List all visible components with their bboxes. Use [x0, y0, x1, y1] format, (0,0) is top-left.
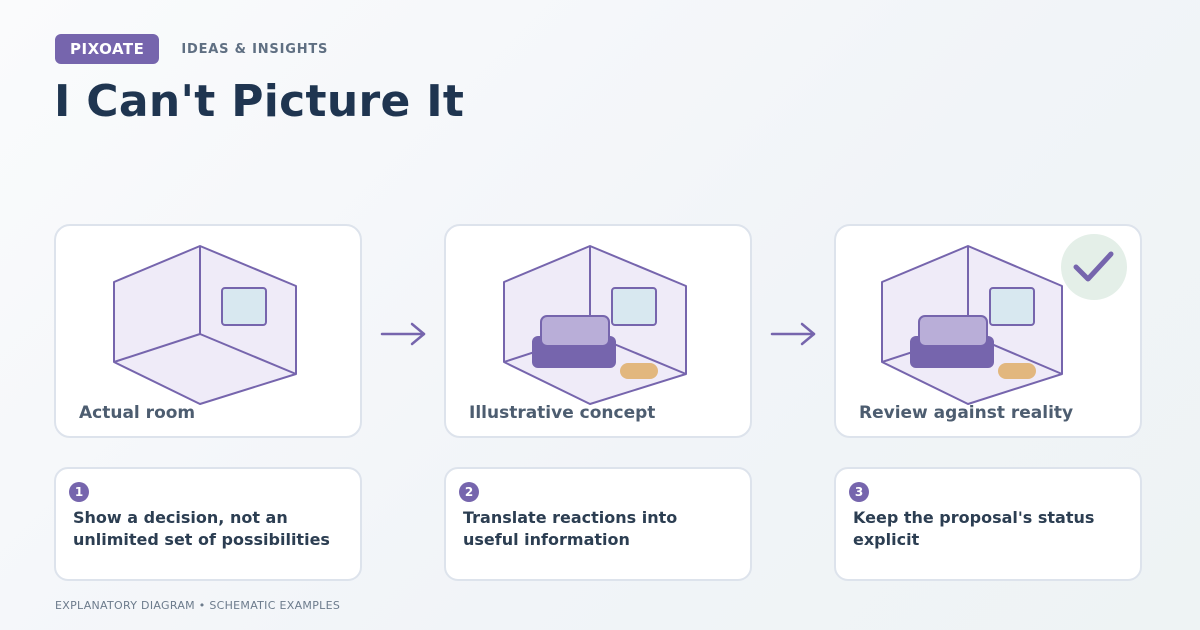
room-illustration	[503, 245, 687, 405]
sofa-back	[540, 315, 610, 347]
step-text: Show a decision, not an unlimited set of…	[73, 508, 330, 549]
page-title: I Can't Picture It	[54, 76, 465, 127]
step-number: 2	[459, 482, 479, 502]
step-card-3: 3 Keep the proposal's status explicit	[834, 467, 1142, 581]
step-number: 1	[69, 482, 89, 502]
panel-caption: Review against reality	[859, 403, 1074, 423]
step-number: 3	[849, 482, 869, 502]
step-card-1: 1 Show a decision, not an unlimited set …	[54, 467, 362, 581]
rug	[998, 363, 1036, 379]
checkmark-icon	[1073, 251, 1114, 282]
panel-review-against-reality: Review against reality	[834, 224, 1142, 438]
room-window	[989, 287, 1035, 326]
arrow-right-icon	[380, 322, 426, 346]
brand-tagline: IDEAS & INSIGHTS	[181, 41, 329, 57]
room-floor	[113, 245, 297, 405]
step-text: Translate reactions into useful informat…	[463, 508, 678, 549]
room-window	[611, 287, 657, 326]
panel-caption: Actual room	[79, 403, 196, 423]
panel-actual-room: Actual room	[54, 224, 362, 438]
rug	[620, 363, 658, 379]
approved-badge	[1061, 234, 1127, 300]
step-card-2: 2 Translate reactions into useful inform…	[444, 467, 752, 581]
arrow-right-icon	[770, 322, 816, 346]
room-illustration	[881, 245, 1063, 405]
brand-badge: PIXOATE	[55, 34, 160, 64]
step-text: Keep the proposal's status explicit	[853, 508, 1095, 549]
panel-caption: Illustrative concept	[469, 403, 656, 423]
room-window	[221, 287, 267, 326]
footer-note: EXPLANATORY DIAGRAM • SCHEMATIC EXAMPLES	[55, 599, 341, 612]
sofa-back	[918, 315, 988, 347]
panel-illustrative-concept: Illustrative concept	[444, 224, 752, 438]
brand-header: PIXOATE IDEAS & INSIGHTS	[55, 34, 328, 64]
room-illustration	[113, 245, 297, 405]
